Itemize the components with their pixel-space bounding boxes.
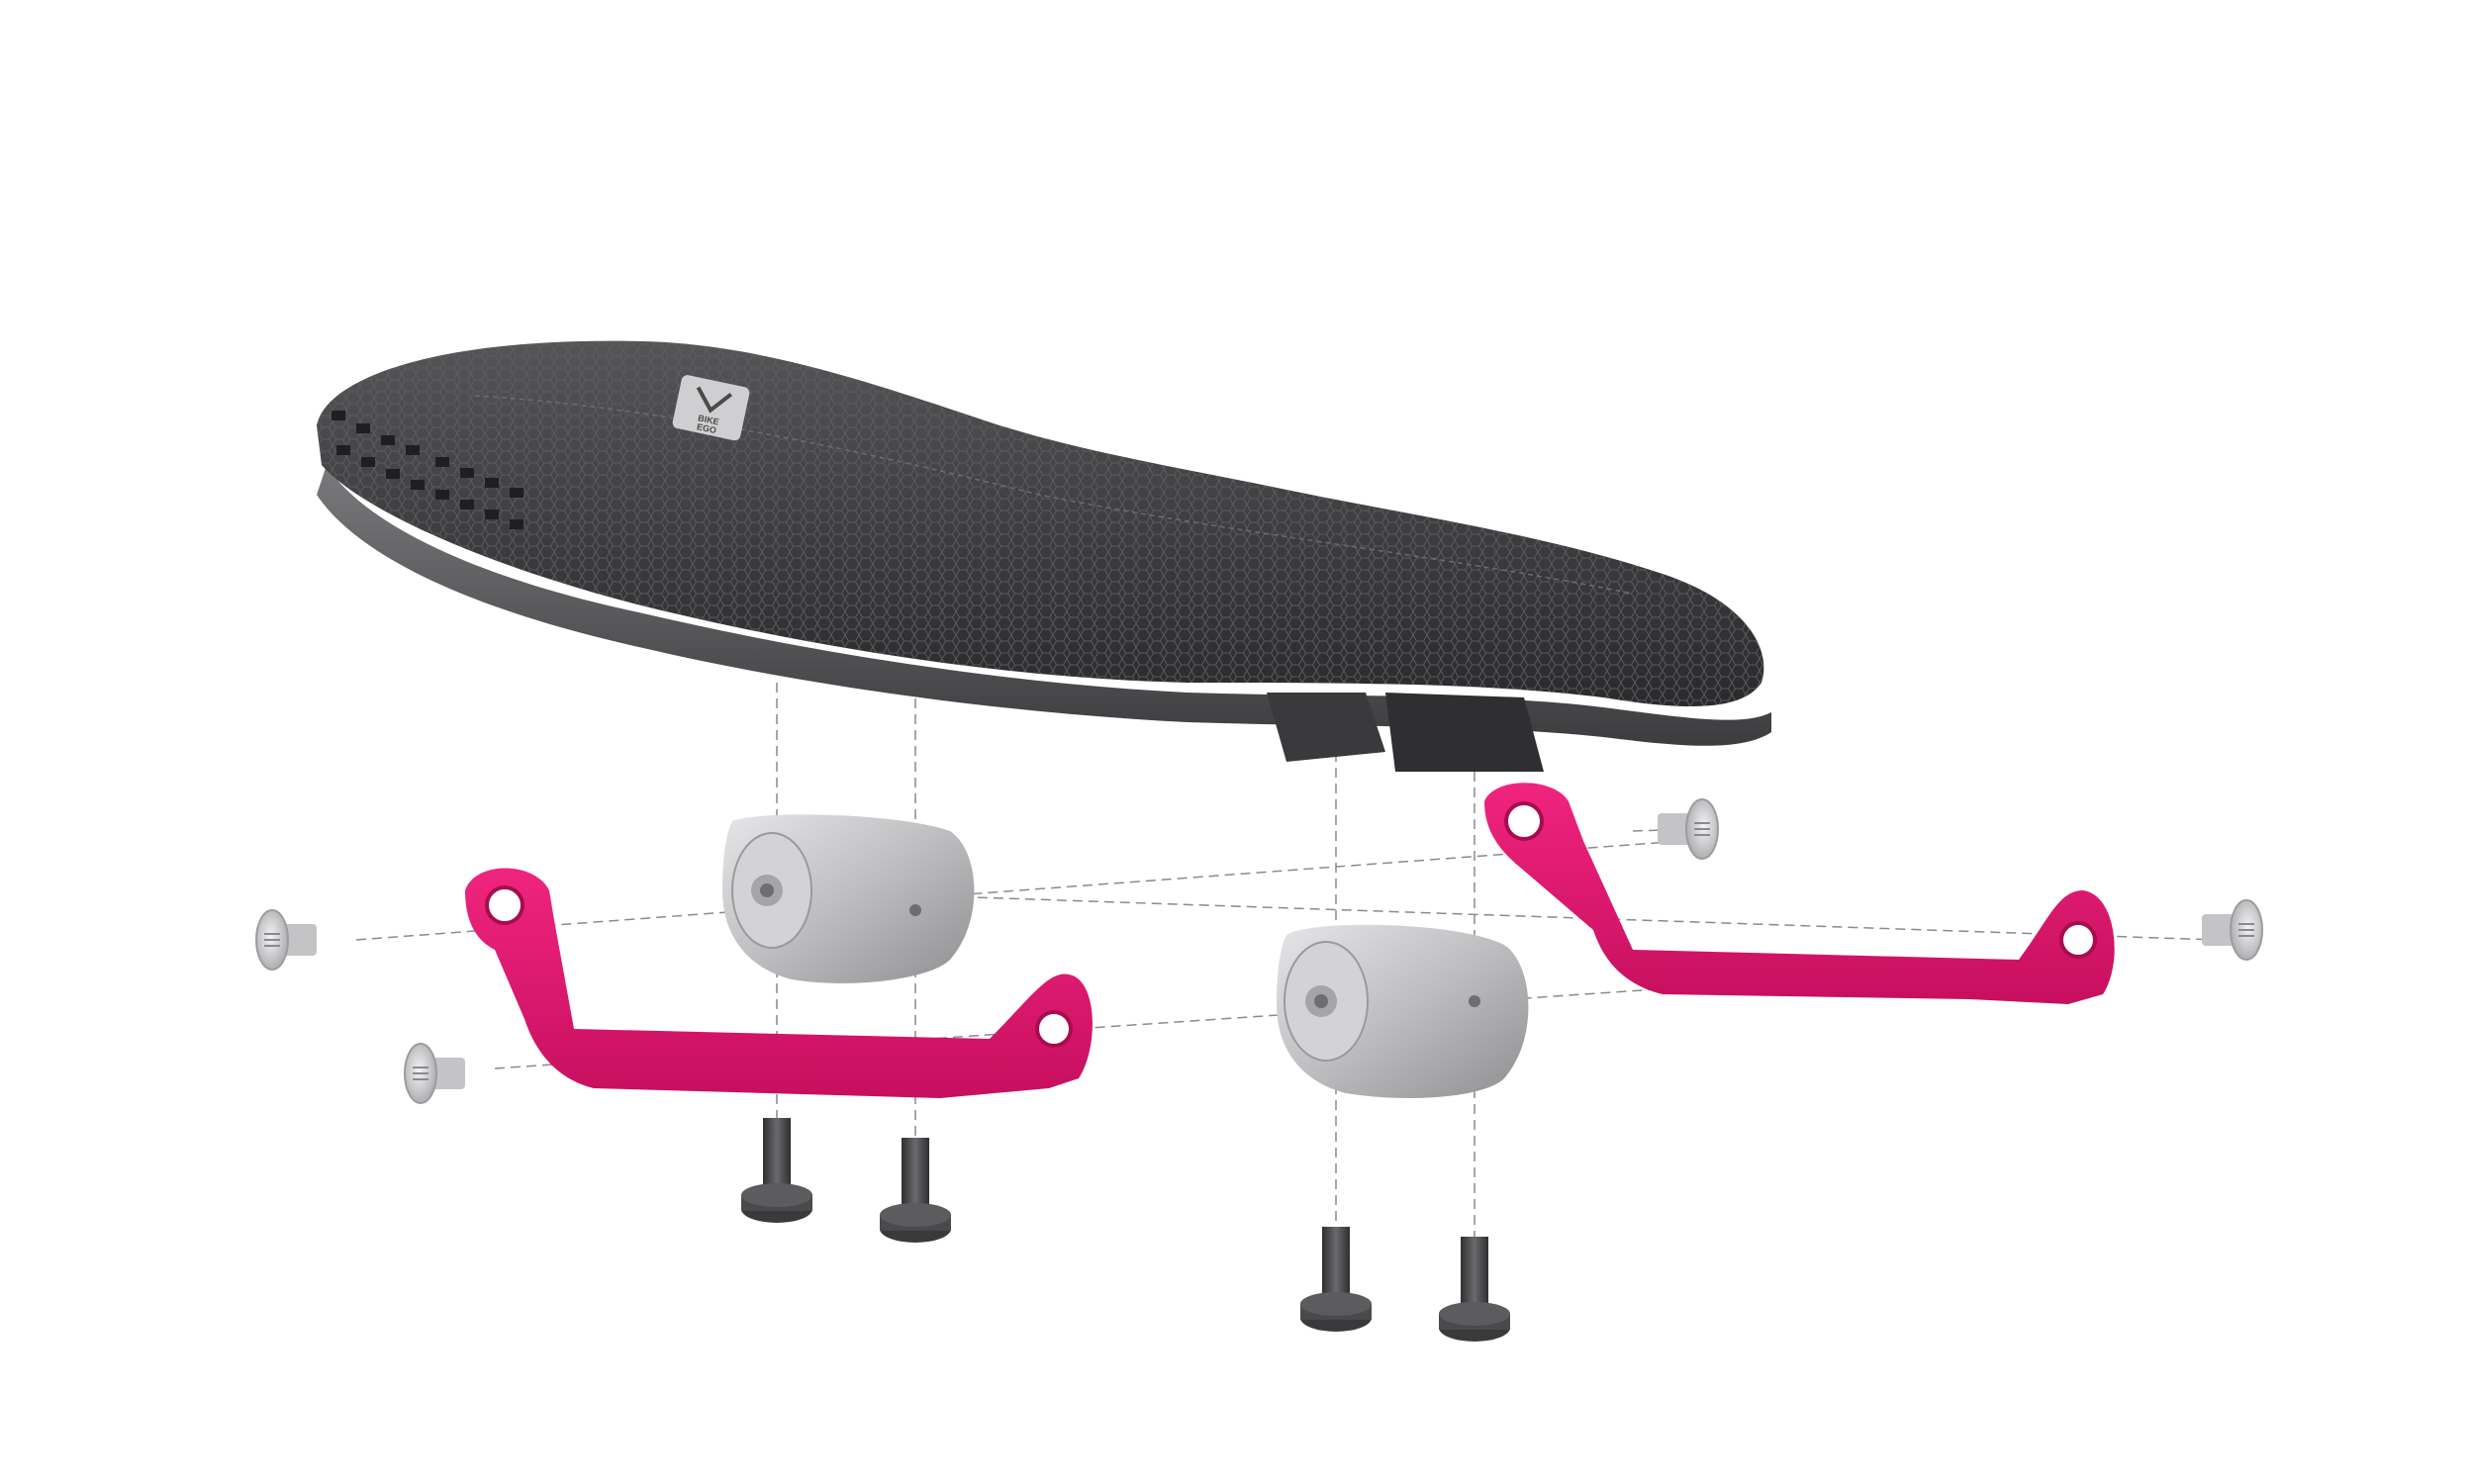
saddle-front-mount xyxy=(1385,693,1544,772)
saddle-base xyxy=(317,465,1771,746)
svg-text:EGO: EGO xyxy=(696,421,717,435)
screw-left-upper xyxy=(255,909,317,971)
svg-text:BIKE: BIKE xyxy=(697,413,719,426)
saddle-vent-slots xyxy=(332,411,523,529)
bolt-2 xyxy=(880,1138,951,1243)
bolt-1 xyxy=(741,1118,812,1223)
clamp-left xyxy=(722,814,975,983)
brand-logo: BIKE EGO xyxy=(672,375,750,441)
saddle-rear-mount xyxy=(1267,693,1385,762)
bolt-3 xyxy=(1300,1227,1372,1332)
saddle-center-seam xyxy=(474,395,1634,595)
screw-right-lower xyxy=(2202,899,2263,961)
screw-left-lower xyxy=(404,1043,465,1104)
screw-right-upper xyxy=(1658,798,1719,860)
arm-right xyxy=(1484,783,2115,1004)
clamp-right xyxy=(1277,924,1529,1098)
bolt-4 xyxy=(1439,1237,1510,1342)
saddle: BIKE EGO xyxy=(317,340,1771,772)
arm-left xyxy=(465,868,1093,1098)
